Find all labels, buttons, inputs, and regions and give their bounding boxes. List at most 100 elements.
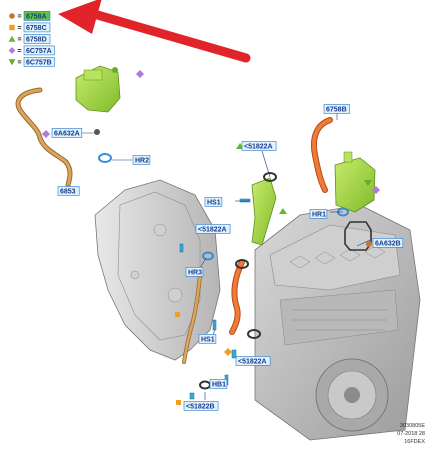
footer: 3030805E 07-2018 28 16FDEX [397,423,425,445]
oil-separator-left [75,65,121,113]
hose-tan-middle [182,274,202,364]
legend-triangle-up-icon [8,35,16,42]
marker-circle-icon [366,241,372,247]
callout-box [132,155,151,165]
callout-51822a-low: <51822A [235,356,271,366]
clamp-hr2 [98,153,112,163]
callout-label: 6853 [60,188,76,195]
callout-label: HB1 [212,381,226,388]
callout-label: HR1 [312,211,326,218]
bolt-51822a-low [231,349,237,359]
hose-orange-top-right [310,117,333,193]
marker-diamond-icon [136,70,144,78]
callout-6853: 6853 [57,186,80,196]
green-bracket [251,177,277,246]
footer-line3: 16FDEX [404,439,425,445]
marker-square-icon [175,312,180,317]
legend-label: 6758A [26,13,47,20]
legend-equals: = [18,59,22,66]
timing-cover [94,179,221,361]
legend-item-6758d: = 6758D [8,34,51,44]
callout-box [372,238,404,248]
bolt-hs1-top [239,198,251,203]
footer-line1: 3030805E [400,423,425,429]
legend-label-box [23,34,51,44]
legend: =6758A=6758C=6758D=6C757A=6C757B [8,11,55,67]
callout-box [183,401,219,411]
legend-label-box [23,45,55,56]
legend-label-box [23,11,51,21]
seal-ring-low [247,329,261,339]
callout-box [241,141,277,151]
legend-item-6758c: = 6758C [9,22,51,33]
legend-equals: = [18,13,22,20]
callout-label: <51822A [238,358,267,365]
legend-label: 6C757B [26,59,52,66]
bolt-51822a-mid [179,243,184,253]
marker-triangle-down-icon-2 [364,180,372,186]
clamp-hr3 [202,251,214,261]
callout-51822b: <51822B [183,401,219,411]
callout-6a632b: 6A632B [372,238,404,248]
callout-51822a-top: <51822A [241,141,277,151]
legend-square-icon [9,24,15,31]
legend-label: 6758C [26,25,47,32]
seal-ring-bottom [199,380,211,390]
callout-box [51,128,83,138]
legend-label-box [23,57,55,67]
callout-box [309,209,328,219]
callout-box [195,224,231,234]
callout-box [323,104,350,114]
callout-hs1-bottom: HS1 [198,334,217,344]
oil-separator-right [334,151,376,213]
legend-label: 6758D [26,36,47,43]
engine-block [254,204,421,441]
callout-6a632a: 6A632A [51,128,83,138]
legend-triangle-down-icon [8,59,16,66]
callouts: 6A632AHR268536758B<51822AHS1HR16A632B<51… [51,104,404,411]
legend-equals: = [18,36,22,43]
legend-circle-icon [9,13,15,19]
callout-51822a-mid: <51822A [195,224,231,234]
marker-square-icon-2 [176,400,181,405]
highlight-arrow-icon [58,0,251,63]
callout-hr3: HR3 [185,267,204,277]
callout-label: HR3 [188,269,202,276]
callout-box [209,379,228,389]
legend-label: 6C757A [26,48,52,55]
callout-box [57,186,80,196]
callout-label: 6A632A [54,130,80,137]
callout-label: <51822A [198,226,227,233]
callout-hr1: HR1 [309,209,328,219]
callout-hr2: HR2 [132,155,151,165]
callout-6758b: 6758B [323,104,350,114]
callout-hs1-top: HS1 [204,197,223,207]
callout-label: 6A632B [375,240,401,247]
callout-box [204,197,223,207]
callout-label: <51822B [186,403,215,410]
callout-label: 6758B [326,106,347,113]
bolt-6a632a [94,129,100,135]
legend-diamond-icon [8,47,16,54]
gasket-6a632b [344,221,372,251]
marker-triangle-up-icon-2 [279,208,287,214]
marker-diamond-orange-icon [224,348,232,356]
callout-label: HS1 [201,336,215,343]
marker-diamond-icon-2 [42,130,50,138]
marker-triangle-down-icon [112,67,118,73]
hose-left-tan [15,87,73,188]
bolt-hs1-bottom [212,319,217,331]
legend-equals: = [18,25,22,32]
hose-orange-middle [229,259,245,335]
seal-ring-mid [235,259,249,269]
legend-item-6758a: = 6758A [9,11,51,21]
callout-label: HS1 [207,199,221,206]
part-markers [42,67,380,405]
callout-label: HR2 [135,157,149,164]
callout-box [185,267,204,277]
bolt-51822b [189,392,195,400]
callout-hb1: HB1 [209,379,228,389]
footer-line2: 07-2018 28 [397,431,425,437]
callout-box [198,334,217,344]
